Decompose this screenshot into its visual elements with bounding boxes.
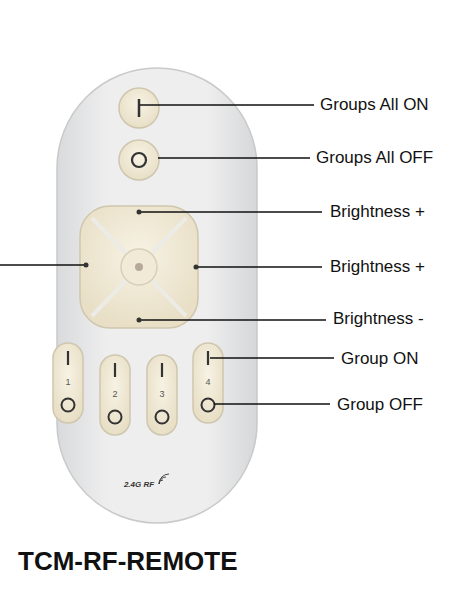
button-number: 1 <box>65 378 70 388</box>
dpad <box>80 206 198 328</box>
dpad-gap <box>92 218 186 316</box>
button-number: 4 <box>205 378 210 388</box>
off-symbol <box>132 153 146 167</box>
all-off-button <box>119 140 159 180</box>
callout-label: Groups All ON <box>320 96 429 115</box>
remote-body <box>57 68 257 523</box>
brand-mark: 2.4G RF <box>124 481 154 490</box>
leader-dots <box>84 210 199 323</box>
leader-lines <box>0 105 334 404</box>
button-number: 3 <box>159 390 164 400</box>
callout-label: Groups All OFF <box>316 149 433 168</box>
callout-label: Brightness + <box>330 258 425 277</box>
caption: TCM-RF-REMOTE <box>18 547 238 576</box>
center-dot <box>135 263 143 271</box>
button-number: 2 <box>112 390 117 400</box>
all-on-button <box>119 88 159 128</box>
callout-label: Group ON <box>341 350 418 369</box>
callout-label: Brightness - <box>333 310 424 329</box>
rf-waves <box>159 474 169 484</box>
dpad-gap <box>92 218 186 316</box>
callout-label: Group OFF <box>337 396 423 415</box>
callout-label: Brightness + <box>330 203 425 222</box>
on-symbol <box>138 99 141 117</box>
dpad-center <box>121 249 157 285</box>
group-buttons <box>53 343 223 435</box>
